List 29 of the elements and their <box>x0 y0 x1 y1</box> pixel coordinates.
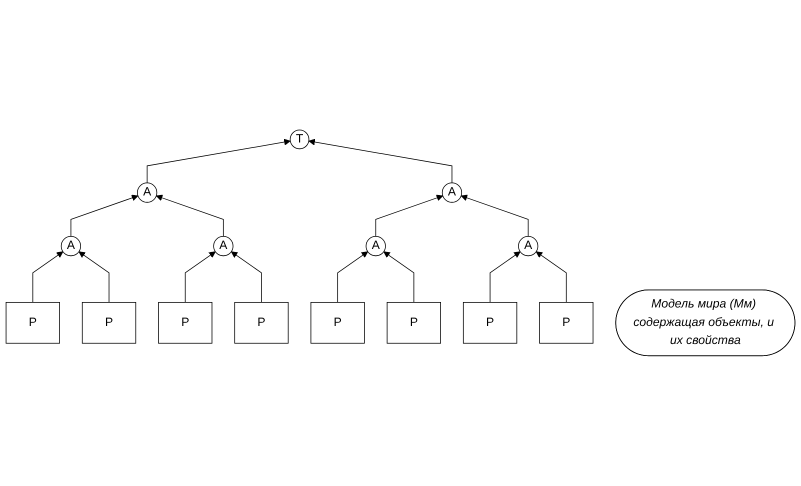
node-circle: A <box>518 236 538 256</box>
node-box: P <box>158 302 212 344</box>
node-circle: A <box>137 182 158 203</box>
arrow <box>156 194 224 237</box>
arrow <box>337 251 368 303</box>
arrow <box>184 251 216 303</box>
arrow <box>536 251 567 303</box>
arrow <box>375 194 444 237</box>
node-circle: A <box>60 236 82 256</box>
node-box: P <box>386 302 441 344</box>
node-circle: A <box>366 236 386 256</box>
node-circle: A <box>213 236 234 256</box>
arrow <box>231 251 262 303</box>
node-box: P <box>234 302 289 344</box>
node-box: P <box>462 302 518 344</box>
node-box: P <box>6 302 60 344</box>
arrow <box>383 251 414 303</box>
arrow <box>32 251 64 303</box>
arrow <box>70 194 138 237</box>
node-box: P <box>82 302 136 344</box>
arrow <box>460 194 529 237</box>
node-circle: T <box>290 130 310 150</box>
arrow <box>146 138 291 184</box>
node-box: P <box>539 302 594 344</box>
node-circle: A <box>442 182 462 203</box>
arrow <box>78 251 110 303</box>
arrow <box>308 138 452 184</box>
arrow <box>490 251 521 303</box>
node-box: P <box>310 302 365 344</box>
